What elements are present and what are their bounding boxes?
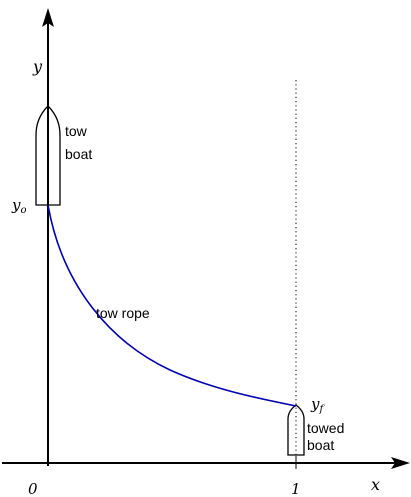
y-axis-arrowhead <box>42 8 54 27</box>
x-one-label: 1 <box>291 480 301 497</box>
y-origin-label: yo <box>11 196 27 216</box>
y-final-label-base: y <box>310 395 320 413</box>
tow-boat-label-line1: tow <box>65 123 88 139</box>
origin-label: 0 <box>28 480 38 497</box>
tow-rope-curve <box>47 204 297 407</box>
y-final-label: yf <box>310 395 325 415</box>
tow-boat-label-line2: boat <box>65 146 92 162</box>
towed-boat-label-line2: boat <box>307 437 334 453</box>
x-axis-label: x <box>371 475 380 494</box>
tow-boat <box>35 105 61 206</box>
y-origin-label-base: y <box>11 196 21 214</box>
y-origin-label-subscript: o <box>20 205 26 216</box>
tow-rope-label: tow rope <box>96 305 150 321</box>
y-final-label-subscript: f <box>318 404 325 415</box>
towed-boat <box>287 404 305 456</box>
towed-boat-label-line1: towed <box>307 420 344 436</box>
y-axis-label: y <box>32 57 43 76</box>
x-axis-arrowhead <box>391 457 410 469</box>
